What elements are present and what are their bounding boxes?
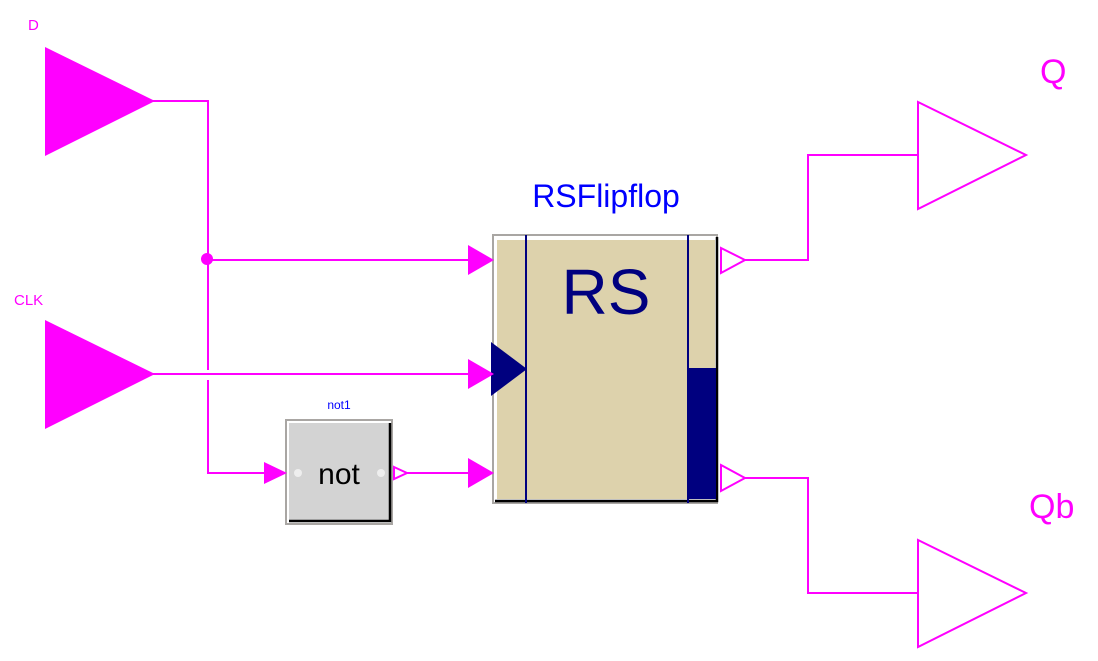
not1-inner-out-dot-icon	[377, 469, 385, 477]
input-d[interactable]: D	[28, 17, 155, 156]
rsflipflop-block[interactable]: RSFlipflop RS	[468, 178, 748, 504]
rsflipflop-clk-input-port-icon[interactable]	[468, 359, 494, 389]
output-qb-label: Qb	[1029, 488, 1074, 526]
not1-output-port-icon[interactable]	[393, 465, 410, 481]
wire-rs-qb-to-output-qb[interactable]	[744, 477, 918, 594]
rsflipflop-block-icon-text: RS	[562, 256, 651, 328]
wires	[153, 100, 918, 594]
not1-input-port-icon[interactable]	[264, 462, 287, 484]
rsflipflop-state-bar	[687, 368, 716, 499]
rsflipflop-block-name: RSFlipflop	[532, 178, 680, 214]
input-d-triangle-icon[interactable]	[45, 47, 155, 156]
wire-junction-dot	[201, 253, 213, 265]
rsflipflop-clock-edge-icon	[491, 342, 527, 396]
not1-block-shadow	[289, 423, 392, 523]
output-qb-triangle-icon[interactable]	[917, 538, 1029, 649]
rsflipflop-s-input-port-icon[interactable]	[468, 245, 494, 275]
not1-block-name: not1	[327, 398, 351, 412]
output-q-triangle-icon[interactable]	[917, 100, 1029, 211]
output-qb[interactable]: Qb	[917, 488, 1074, 649]
rsflipflop-qb-output-port-icon[interactable]	[720, 463, 748, 493]
wire-d-to-junction[interactable]	[153, 100, 209, 260]
input-clk-label: CLK	[14, 292, 43, 309]
not1-inner-in-dot-icon	[294, 469, 302, 477]
not1-block-body	[289, 423, 390, 521]
rsflipflop-q-output-port-icon[interactable]	[720, 246, 748, 275]
input-clk-triangle-icon[interactable]	[45, 320, 155, 429]
not1-block[interactable]: not1 not	[264, 398, 410, 525]
output-q[interactable]: Q	[917, 53, 1066, 211]
input-d-label: D	[28, 17, 39, 34]
wire-junction-to-not-lower[interactable]	[207, 380, 266, 474]
output-q-label: Q	[1040, 53, 1066, 91]
rsflipflop-block-shadow	[495, 237, 719, 503]
not1-block-icon-text: not	[318, 458, 360, 491]
rsflipflop-block-body	[497, 240, 715, 499]
wire-rs-q-to-output-q[interactable]	[744, 154, 918, 261]
input-clk[interactable]: CLK	[14, 292, 155, 429]
rsflipflop-r-input-port-icon[interactable]	[468, 458, 494, 488]
